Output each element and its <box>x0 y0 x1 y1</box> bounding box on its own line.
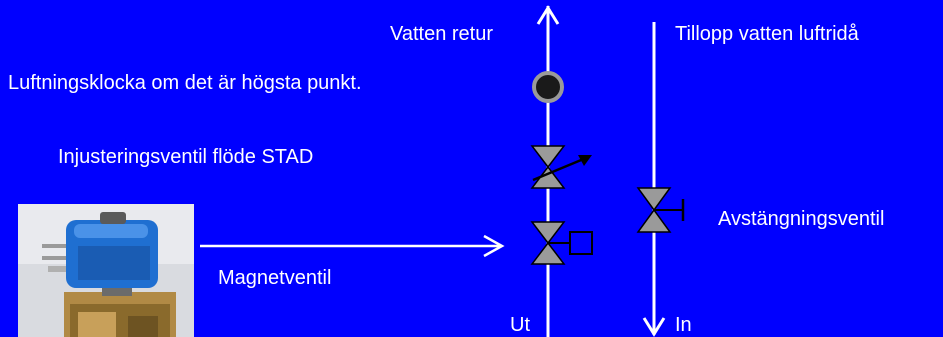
air-vent-label: Luftningsklocka om det är högsta punkt. <box>8 72 362 94</box>
down-arrow-icon <box>642 317 666 337</box>
solenoid-valve-photo <box>18 204 194 337</box>
air-vent-icon <box>532 71 564 103</box>
up-arrow-icon <box>536 5 560 25</box>
out-label: Ut <box>510 314 530 336</box>
shutoff-valve-label: Avstängningsventil <box>718 208 885 230</box>
in-label: In <box>675 314 692 336</box>
pointer-arrow-icon <box>200 234 505 258</box>
balancing-valve-icon <box>530 145 592 189</box>
supply-pipe <box>642 22 666 337</box>
solenoid-valve-icon <box>530 221 593 265</box>
balancing-valve-label: Injusteringsventil flöde STAD <box>58 146 314 168</box>
return-label: Vatten retur <box>390 23 494 45</box>
supply-label: Tillopp vatten luftridå <box>675 23 859 45</box>
solenoid-valve-label: Magnetventil <box>218 267 332 289</box>
shutoff-valve-icon <box>636 187 685 233</box>
